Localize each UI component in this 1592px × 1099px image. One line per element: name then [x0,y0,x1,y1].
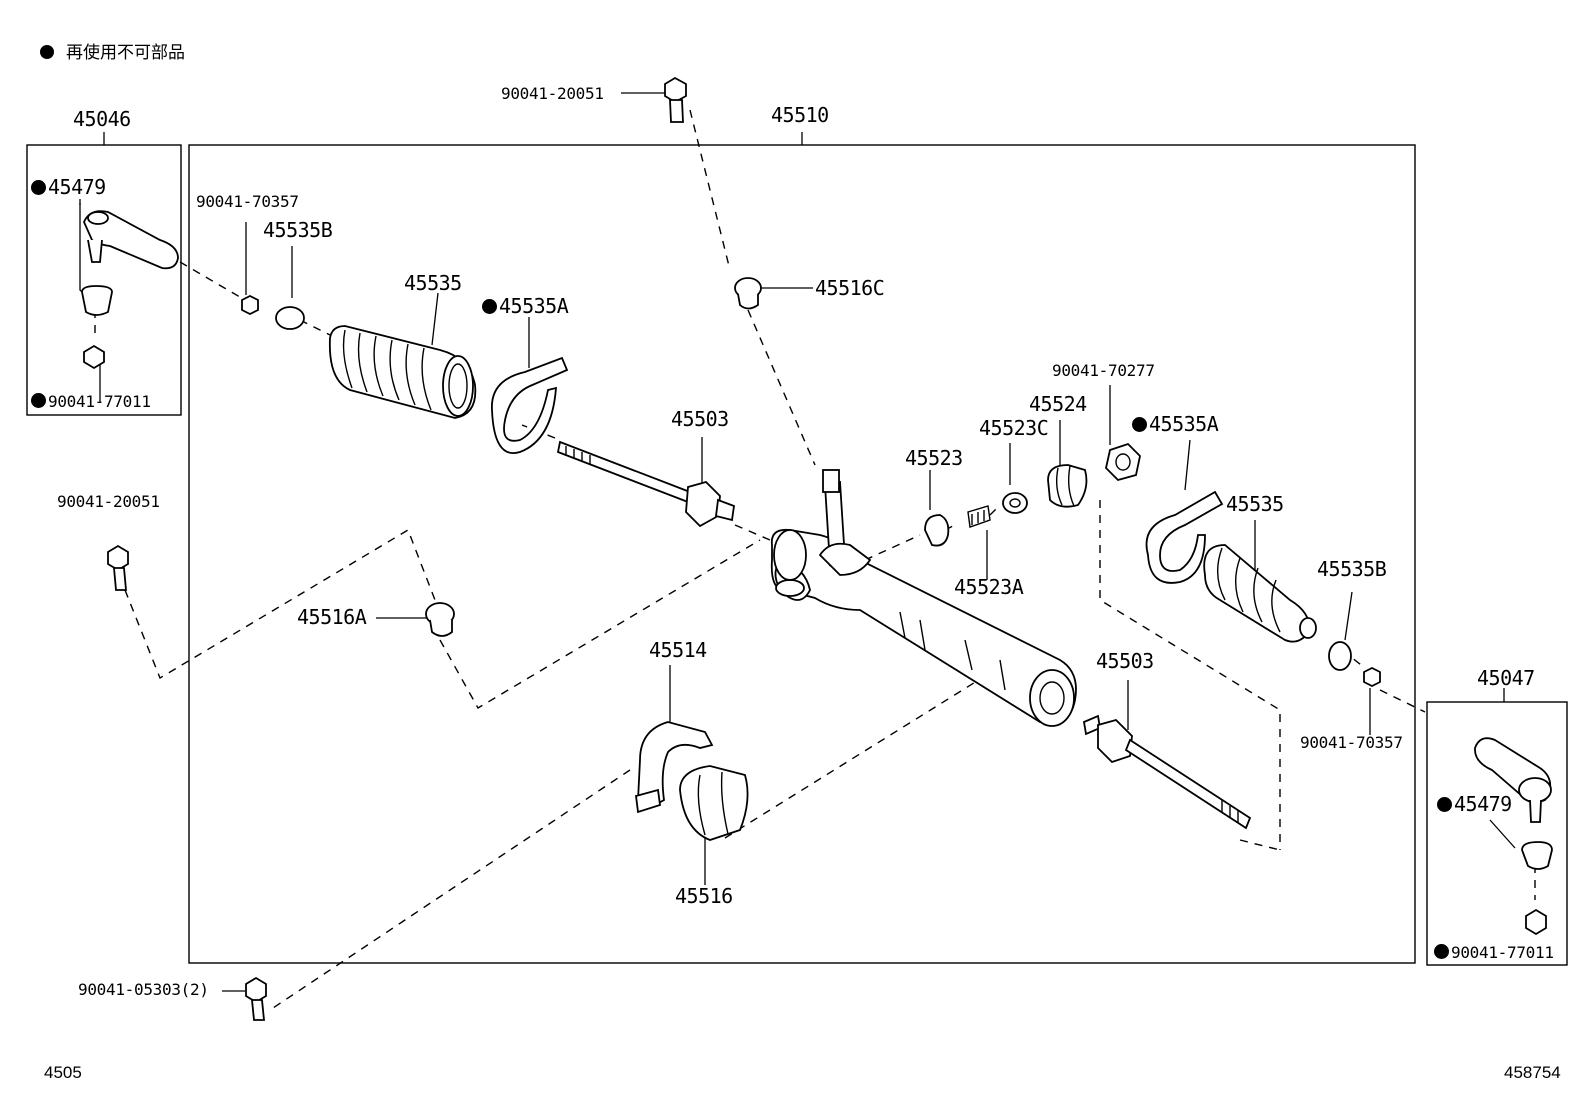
nut-clip-left-icon [241,294,305,330]
label-90041-20051-top: 90041-20051 [501,84,604,103]
label-90041-70277: 90041-70277 [1052,361,1155,380]
nut-clip-right-icon [1328,641,1381,688]
non-reusable-dot-icon [31,393,46,408]
diagram-code-right: 458754 [1504,1063,1561,1082]
non-reusable-dot-icon [1437,797,1452,812]
boot-right-icon [1203,544,1317,643]
label-45516a: 45516A [297,605,367,629]
box-45047 [1426,701,1568,966]
non-reusable-dot-icon [482,299,497,314]
label-45514: 45514 [649,638,707,662]
label-45535b-right: 45535B [1317,557,1387,581]
label-45523: 45523 [905,446,963,470]
tie-rod-end-left-icon [81,210,179,370]
label-90041-20051-left: 90041-20051 [57,492,160,511]
label-45523c: 45523C [979,416,1049,440]
label-45503-right: 45503 [1096,649,1154,673]
bushing-45516a-icon [425,602,455,637]
legend: 再使用不可部品 [40,38,185,63]
label-45516: 45516 [675,884,733,908]
label-90041-77011-right: 90041-77011 [1434,944,1554,962]
diagram-code-left: 4505 [44,1063,82,1082]
label-45535a-left: 45535A [482,295,569,317]
non-reusable-dot-icon [1132,417,1147,432]
label-45503-left: 45503 [671,407,729,431]
label-45047: 45047 [1477,666,1535,690]
label-45524: 45524 [1029,392,1087,416]
rack-housing-icon [770,469,1077,727]
bracket-45514-icon [635,721,714,814]
label-45535b-left: 45535B [263,218,333,242]
label-90041-77011-left: 90041-77011 [31,393,151,411]
boot-left-icon [328,325,477,419]
label-45535a-right: 45535A [1132,413,1219,435]
label-45535-right: 45535 [1226,492,1284,516]
tie-rod-right-icon [1082,714,1252,830]
clamp-right-icon [1145,490,1224,584]
legend-text: 再使用不可部品 [66,43,185,63]
non-reusable-dot-icon [1434,944,1449,959]
valve-parts-icon [924,442,1141,547]
bushing-45516c-icon [734,277,762,310]
non-reusable-dot-icon [31,180,46,195]
label-45046: 45046 [73,107,131,131]
label-90041-70357-right: 90041-70357 [1300,733,1403,752]
label-45479-left: 45479 [31,176,106,198]
tie-rod-left-icon [556,440,735,528]
clamp-left-icon [491,356,569,454]
label-90041-70357-left: 90041-70357 [196,192,299,211]
label-45523a: 45523A [954,575,1024,599]
label-45510: 45510 [771,103,829,127]
label-45516c: 45516C [815,276,885,300]
label-90041-05303: 90041-05303(2) [78,980,209,999]
bolt-left-icon [107,544,129,591]
label-45479-right: 45479 [1437,793,1512,815]
bolt-bottom-icon [245,976,267,1021]
non-reusable-dot-icon [40,45,54,59]
bolt-top-icon [664,76,687,123]
label-45535-left: 45535 [404,271,462,295]
bushing-45516-icon [679,765,749,841]
tie-rod-end-right-icon [1474,737,1553,936]
